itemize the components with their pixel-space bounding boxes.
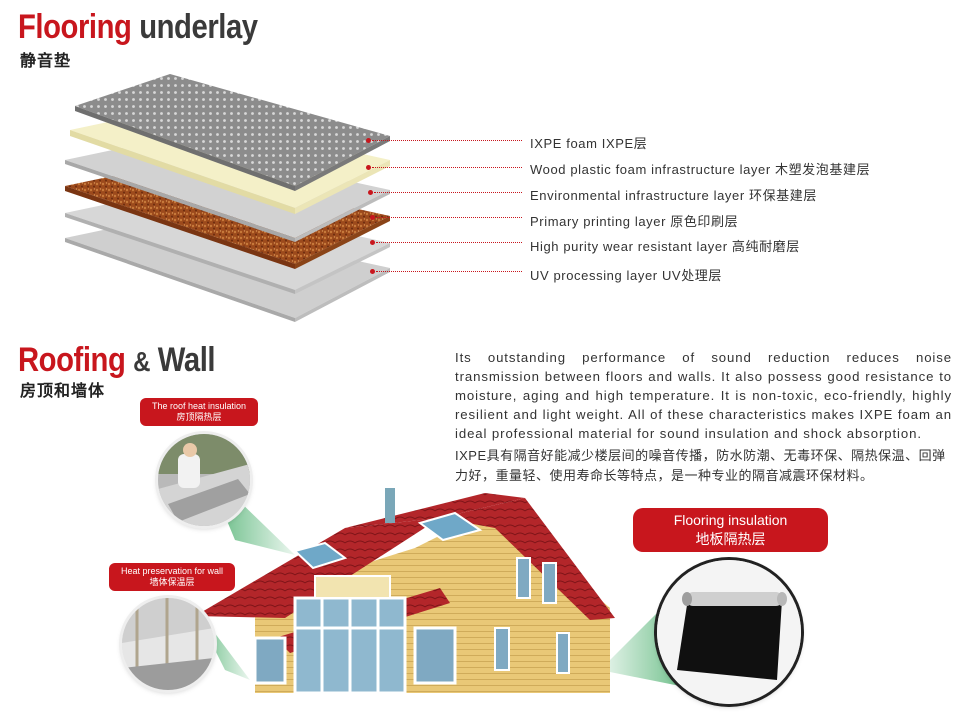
leader-line bbox=[376, 217, 522, 218]
layer-label-wood-plastic: Wood plastic foam infrastructure layer 木… bbox=[530, 162, 871, 177]
description-en: Its outstanding performance of sound red… bbox=[455, 350, 952, 441]
roofing-title-dark: Wall bbox=[157, 341, 216, 379]
flooring-title-red: Flooring bbox=[18, 8, 132, 46]
roof-tag-cn: 房顶隔热层 bbox=[176, 412, 222, 422]
leader-line bbox=[376, 242, 522, 243]
roof-photo bbox=[158, 434, 250, 526]
leader-line bbox=[374, 192, 522, 193]
wall-tag-cn: 墙体保温层 bbox=[149, 577, 195, 587]
roof-tag-en: The roof heat insulation bbox=[151, 401, 247, 411]
house-illustration bbox=[195, 488, 615, 693]
roofing-title: Roofing & Wall bbox=[18, 341, 216, 379]
leader-line bbox=[372, 140, 522, 141]
layer-label-wear: High purity wear resistant layer 高纯耐磨层 bbox=[530, 239, 800, 254]
flooring-subtitle: 静音垫 bbox=[20, 53, 72, 70]
layer-label-environmental: Environmental infrastructure layer 环保基建层 bbox=[530, 188, 817, 203]
floor-layers-illustration bbox=[65, 74, 390, 322]
layer-label-uv: UV processing layer UV处理层 bbox=[530, 268, 722, 283]
roof-tag: The roof heat insulation 房顶隔热层 bbox=[140, 398, 258, 426]
wall-tag: Heat preservation for wall 墙体保温层 bbox=[109, 563, 235, 591]
chimney bbox=[385, 488, 395, 523]
floor-tag-en: Flooring insulation bbox=[673, 512, 788, 528]
layer-label-ixpe: IXPE foam IXPE层 bbox=[530, 136, 648, 151]
leader-line bbox=[376, 271, 522, 272]
wall-photo bbox=[122, 598, 214, 690]
roofing-title-amp: & bbox=[133, 346, 151, 377]
leader-dot bbox=[368, 190, 373, 195]
floor-tag: Flooring insulation 地板隔热层 bbox=[633, 508, 828, 552]
leader-dot bbox=[370, 269, 375, 274]
flooring-title-dark: underlay bbox=[139, 8, 258, 46]
floor-insulation-photo bbox=[657, 560, 801, 704]
floor-tag-cn: 地板隔热层 bbox=[695, 531, 766, 547]
roofing-subtitle: 房顶和墙体 bbox=[20, 383, 106, 400]
leader-dot bbox=[370, 240, 375, 245]
description-cn: IXPE具有隔音好能减少楼层间的噪音传播，防水防潮、无毒环保、隔热保温、回弹力好… bbox=[455, 448, 946, 483]
leader-line bbox=[372, 167, 522, 168]
ixpe-layer bbox=[75, 74, 390, 191]
leader-dot bbox=[366, 165, 371, 170]
flooring-title: Flooring underlay bbox=[18, 10, 258, 44]
layer-label-printing: Primary printing layer 原色印刷层 bbox=[530, 214, 739, 229]
leader-dot bbox=[366, 138, 371, 143]
leader-dot bbox=[370, 215, 375, 220]
wall-tag-en: Heat preservation for wall bbox=[120, 566, 224, 576]
roofing-title-red: Roofing bbox=[18, 341, 126, 379]
